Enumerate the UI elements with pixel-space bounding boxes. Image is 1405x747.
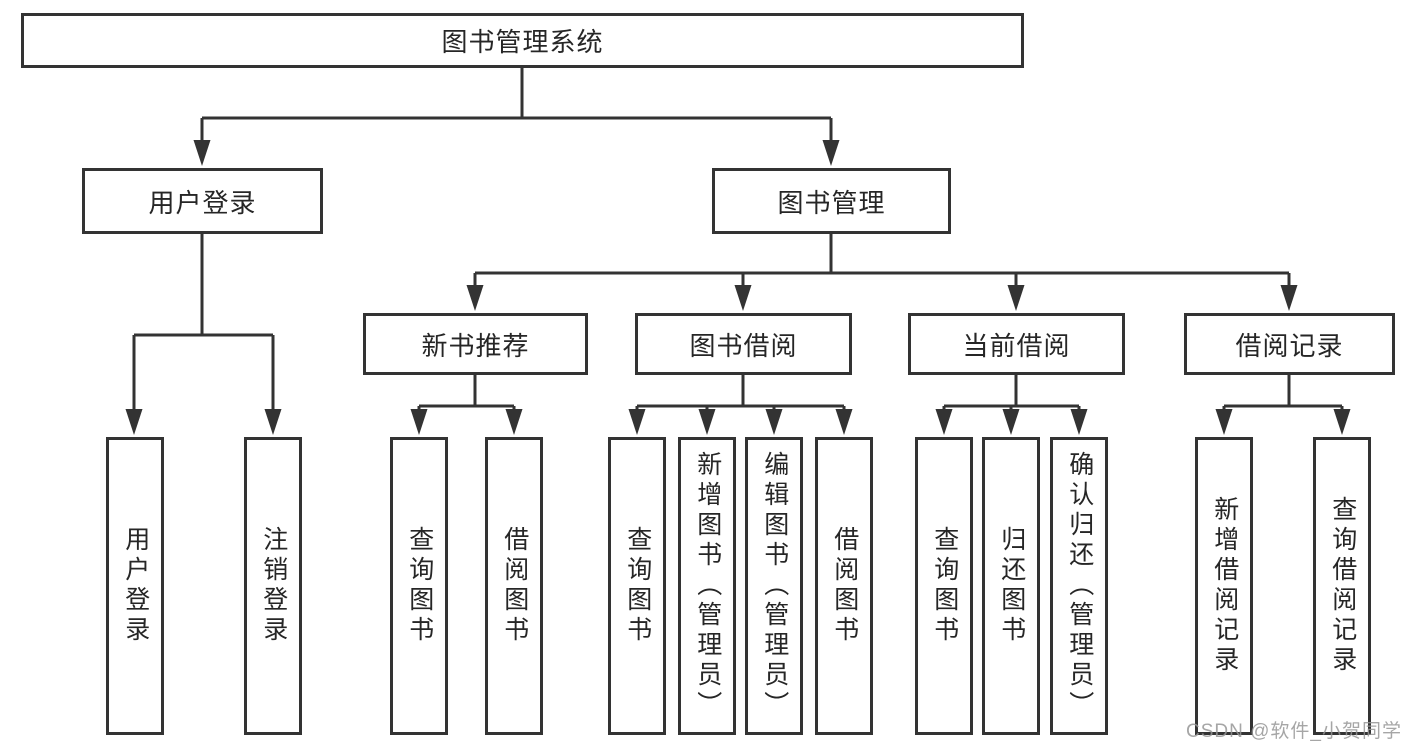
- leaf-user-login: 用户登录: [106, 437, 164, 735]
- leaf-return-book: 归还图书: [982, 437, 1040, 735]
- leaf-add-book-admin: 新增图书（管理员）: [678, 437, 736, 735]
- leaf-add-borrow-record: 新增借阅记录: [1195, 437, 1253, 735]
- node-user-login: 用户登录: [82, 168, 323, 234]
- leaf-query-book-current: 查询图书: [915, 437, 973, 735]
- leaf-query-borrow-record: 查询借阅记录: [1313, 437, 1371, 735]
- leaf-logout: 注销登录: [244, 437, 302, 735]
- node-library-system: 图书管理系统: [21, 13, 1024, 68]
- arrowhead-icons: [125, 140, 1351, 435]
- node-borrow-record: 借阅记录: [1184, 313, 1395, 375]
- leaf-edit-book-admin: 编辑图书（管理员）: [745, 437, 803, 735]
- leaf-confirm-return-admin: 确认归还（管理员）: [1050, 437, 1108, 735]
- leaf-query-book-borrow: 查询图书: [608, 437, 666, 735]
- leaf-query-book-recommend: 查询图书: [390, 437, 448, 735]
- node-new-book-recommend: 新书推荐: [363, 313, 588, 375]
- node-book-management: 图书管理: [712, 168, 951, 234]
- leaf-borrow-book-recommend: 借阅图书: [485, 437, 543, 735]
- node-book-borrow: 图书借阅: [635, 313, 852, 375]
- csdn-watermark: CSDN @软件_小贺同学: [1186, 721, 1402, 742]
- leaf-borrow-book: 借阅图书: [815, 437, 873, 735]
- node-current-borrow: 当前借阅: [908, 313, 1125, 375]
